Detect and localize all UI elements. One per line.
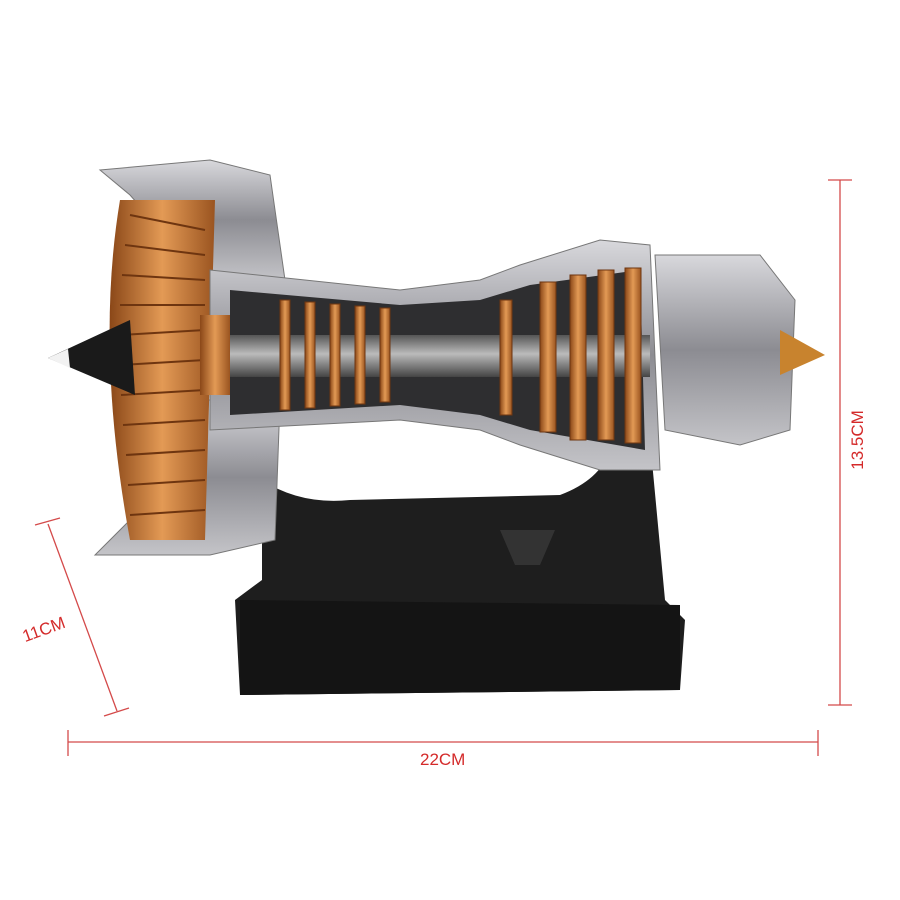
fan-blades [109,200,215,540]
depth-dimension-line [47,523,118,712]
height-label: 13.5CM [847,410,867,470]
exhaust-nozzle [654,254,825,446]
turbine-stages [499,267,642,444]
compressor-stages [279,299,391,411]
nose-cone [48,320,135,395]
dimension-lines [34,179,852,756]
length-label: 22CM [420,750,466,769]
display-stand [235,440,685,695]
